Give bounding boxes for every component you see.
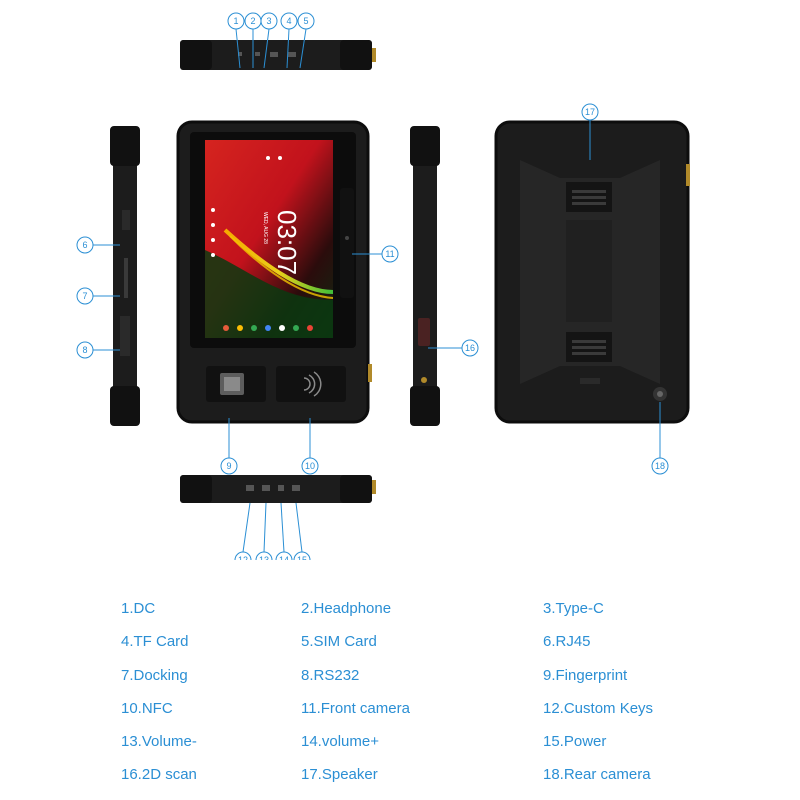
- callout-15: 15: [293, 502, 311, 560]
- legend-item-6: 6.RJ45: [543, 633, 591, 650]
- callout-10: 10: [301, 418, 319, 475]
- svg-text:7: 7: [82, 291, 87, 301]
- svg-text:5: 5: [303, 16, 308, 26]
- legend-item-9: 9.Fingerprint: [543, 667, 628, 684]
- product-diagram: 1 2 3 4 5 6 7 8: [76, 12, 690, 560]
- svg-text:4: 4: [286, 16, 291, 26]
- legend-item-11: 11.Front camera: [301, 700, 410, 717]
- svg-text:8: 8: [82, 345, 87, 355]
- legend-item-18: 18.Rear camera: [543, 766, 651, 783]
- legend: 1.DC 2.Headphone 3.Type-C 4.TF Card 5.SI…: [0, 590, 800, 790]
- tablet-screen: 03:07 WED, AUG 28: [205, 140, 334, 338]
- svg-text:3: 3: [266, 16, 271, 26]
- front-view: 03:07 WED, AUG 28: [176, 120, 372, 424]
- legend-item-8: 8.RS232: [301, 667, 360, 684]
- back-view: [494, 120, 690, 424]
- svg-text:2: 2: [250, 16, 255, 26]
- legend-item-3: 3.Type-C: [543, 600, 604, 617]
- callout-12: 12: [234, 502, 252, 560]
- callout-18: 18: [651, 402, 669, 475]
- callout-17: 17: [581, 103, 599, 160]
- svg-text:17: 17: [585, 107, 595, 117]
- callout-3: 3: [260, 12, 278, 69]
- callout-8: 8: [76, 341, 120, 359]
- callout-4: 4: [280, 12, 298, 69]
- legend-item-4: 4.TF Card: [121, 633, 189, 650]
- svg-text:1: 1: [233, 16, 238, 26]
- svg-text:6: 6: [82, 240, 87, 250]
- svg-text:9: 9: [226, 461, 231, 471]
- svg-text:12: 12: [238, 555, 248, 560]
- clock-text: 03:07: [272, 210, 302, 275]
- legend-item-12: 12.Custom Keys: [543, 700, 654, 717]
- legend-item-7: 7.Docking: [121, 667, 188, 684]
- callout-2: 2: [244, 12, 262, 68]
- callout-7: 7: [76, 287, 120, 305]
- date-text: WED, AUG 28: [262, 212, 268, 244]
- callout-1: 1: [227, 12, 245, 69]
- callout-5: 5: [297, 12, 315, 69]
- top-view: [180, 40, 376, 70]
- legend-item-5: 5.SIM Card: [301, 633, 377, 650]
- legend-item-17: 17.Speaker: [301, 766, 378, 783]
- callout-11: 11: [352, 245, 399, 263]
- svg-text:10: 10: [305, 461, 315, 471]
- legend-item-13: 13.Volume-: [121, 733, 197, 750]
- callout-9: 9: [220, 418, 238, 475]
- svg-text:13: 13: [259, 555, 269, 560]
- bottom-view: [180, 475, 376, 503]
- right-side-view: [410, 126, 440, 426]
- svg-text:18: 18: [655, 461, 665, 471]
- callout-14: 14: [275, 502, 293, 560]
- legend-item-15: 15.Power: [543, 733, 607, 750]
- svg-text:16: 16: [465, 343, 475, 353]
- legend-item-10: 10.NFC: [121, 700, 173, 717]
- svg-text:14: 14: [279, 555, 289, 560]
- left-side-view: [110, 126, 140, 426]
- legend-item-1: 1.DC: [121, 600, 156, 617]
- callout-16: 16: [428, 339, 479, 357]
- legend-item-2: 2.Headphone: [301, 600, 392, 617]
- callout-13: 13: [255, 502, 273, 560]
- svg-text:11: 11: [385, 249, 394, 259]
- callout-6: 6: [76, 236, 120, 254]
- legend-item-16: 16.2D scan: [121, 766, 197, 783]
- svg-text:15: 15: [297, 555, 307, 560]
- legend-item-14: 14.volume+: [301, 733, 379, 750]
